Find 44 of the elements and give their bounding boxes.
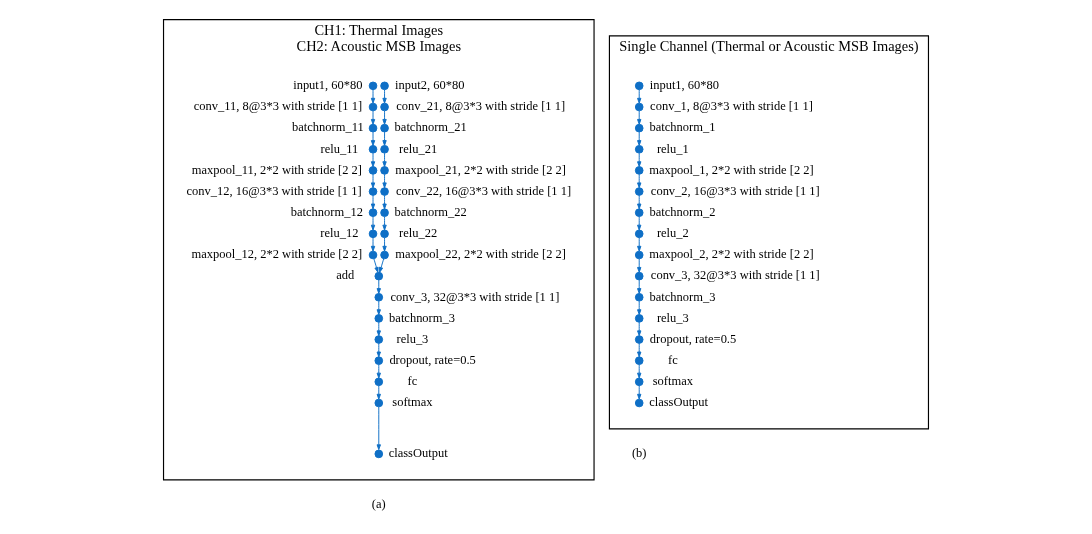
node-label: conv_11, 8@3*3 with stride [1 1] <box>193 99 363 114</box>
node-label: batchnorm_11 <box>292 120 364 135</box>
node-label: maxpool_1, 2*2 with stride [2 2] <box>649 162 814 177</box>
node-label: dropout, rate=0.5 <box>649 331 737 346</box>
node-label: softmax <box>652 374 693 389</box>
node-label: conv_22, 16@3*3 with stride [1 1] <box>395 183 572 198</box>
node-label: input1, 60*80 <box>649 78 720 93</box>
node-label: classOutput <box>388 446 448 461</box>
node-label: maxpool_22, 2*2 with stride [2 2] <box>395 247 566 262</box>
node-label: relu_1 <box>656 141 689 156</box>
node-label: batchnorm_1 <box>649 120 716 135</box>
node-label: batchnorm_22 <box>394 204 467 219</box>
node-label: add <box>336 268 355 283</box>
node-label: (a) <box>371 497 386 512</box>
node-label: batchnorm_3 <box>649 289 716 304</box>
node-label: (b) <box>631 446 647 461</box>
node-label: conv_12, 16@3*3 with stride [1 1] <box>186 183 362 198</box>
node-label: relu_12 <box>320 226 359 241</box>
node-label: softmax <box>392 395 433 410</box>
node-label: conv_3, 32@3*3 with stride [1 1] <box>650 268 820 283</box>
node-label: input1, 60*80 <box>293 78 363 93</box>
node-label: relu_3 <box>396 331 429 346</box>
node-label: maxpool_21, 2*2 with stride [2 2] <box>395 162 566 177</box>
node-label: conv_3, 32@3*3 with stride [1 1] <box>390 289 560 304</box>
node-label: batchnorm_12 <box>290 204 363 219</box>
node-label: maxpool_2, 2*2 with stride [2 2] <box>649 247 814 262</box>
node-label: batchnorm_2 <box>649 204 716 219</box>
node-label: batchnorm_3 <box>389 310 455 325</box>
node-label: relu_3 <box>656 310 689 325</box>
node-label: fc <box>668 352 678 367</box>
node-label: conv_1, 8@3*3 with stride [1 1] <box>650 99 813 114</box>
node-label: input2, 60*80 <box>395 78 465 93</box>
node-label: classOutput <box>649 395 709 410</box>
node-label: relu_21 <box>399 141 438 156</box>
node-label: conv_2, 16@3*3 with stride [1 1] <box>650 183 820 198</box>
node-label: batchnorm_21 <box>394 120 467 135</box>
node-label: fc <box>407 374 418 389</box>
node-label: maxpool_12, 2*2 with stride [2 2] <box>191 247 363 262</box>
node-label: relu_11 <box>320 141 359 156</box>
node-label: relu_22 <box>399 226 438 241</box>
node-label: relu_2 <box>656 226 689 241</box>
node-label: maxpool_11, 2*2 with stride [2 2] <box>191 162 362 177</box>
node-label: conv_21, 8@3*3 with stride [1 1] <box>396 99 566 114</box>
node-label: dropout, rate=0.5 <box>389 352 476 367</box>
